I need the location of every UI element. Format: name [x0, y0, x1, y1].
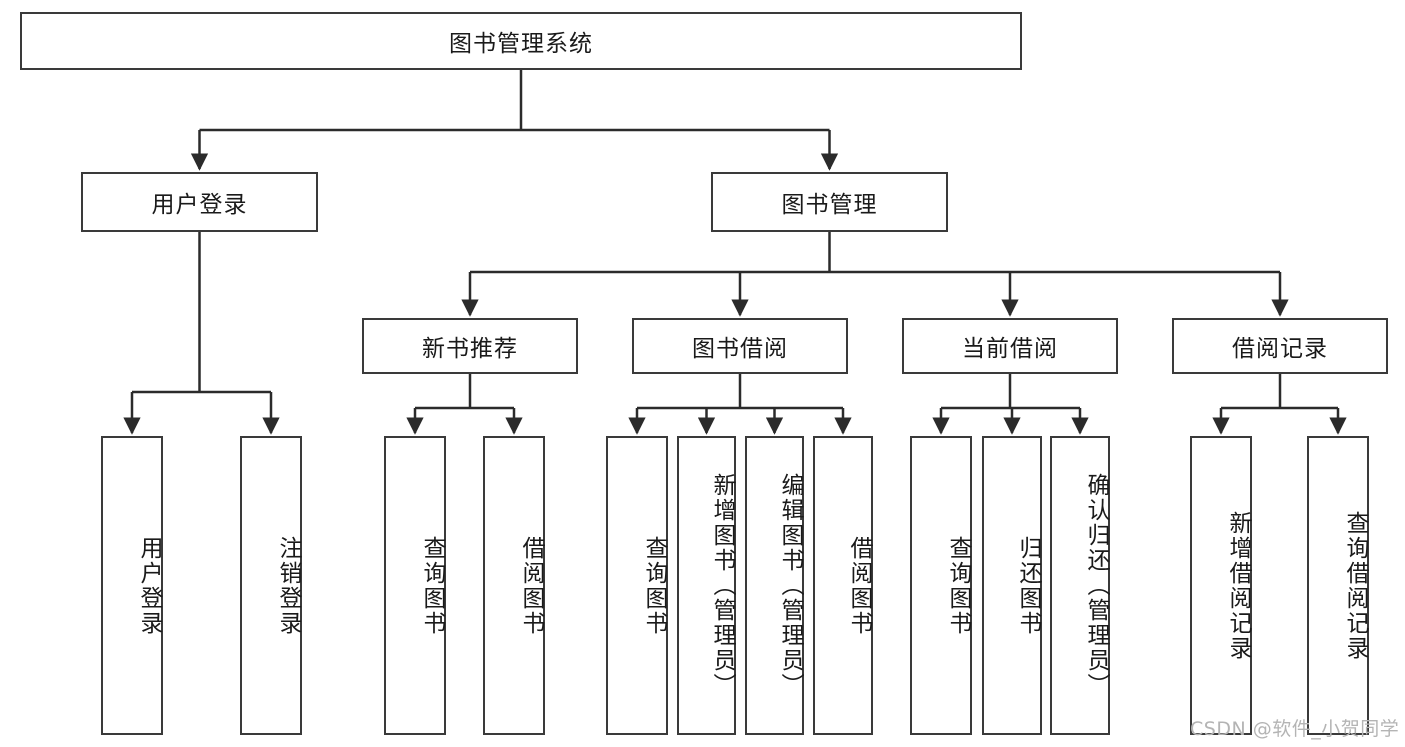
node-leaf-borrow-book-2[interactable]: 借阅图书	[813, 436, 873, 735]
node-leaf-confirm-return[interactable]: 确认归还（管理员）	[1050, 436, 1110, 735]
node-current-borrow[interactable]: 当前借阅	[902, 318, 1118, 374]
node-label: 查询图书	[419, 535, 445, 636]
node-label: 当前借阅	[962, 336, 1058, 362]
node-label: 归还图书	[1015, 535, 1041, 636]
node-label: 注销登录	[275, 535, 301, 636]
node-root[interactable]: 图书管理系统	[20, 12, 1022, 70]
node-leaf-edit-book[interactable]: 编辑图书（管理员）	[745, 436, 804, 735]
node-book-borrow[interactable]: 图书借阅	[632, 318, 848, 374]
node-label: 新增借阅记录	[1225, 510, 1251, 661]
node-leaf-add-record[interactable]: 新增借阅记录	[1190, 436, 1252, 735]
node-leaf-user-login[interactable]: 用户登录	[101, 436, 163, 735]
node-leaf-query-book-3[interactable]: 查询图书	[910, 436, 972, 735]
node-leaf-query-book-1[interactable]: 查询图书	[384, 436, 446, 735]
node-leaf-query-book-2[interactable]: 查询图书	[606, 436, 668, 735]
node-leaf-return-book[interactable]: 归还图书	[982, 436, 1042, 735]
node-label: 查询图书	[945, 535, 971, 636]
node-label: 新书推荐	[422, 336, 518, 362]
node-label: 借阅记录	[1232, 336, 1328, 362]
node-label: 借阅图书	[846, 535, 872, 636]
node-label: 图书管理	[781, 192, 878, 218]
node-leaf-query-record[interactable]: 查询借阅记录	[1307, 436, 1369, 735]
node-label: 新增图书（管理员）	[709, 473, 735, 698]
node-user-login[interactable]: 用户登录	[81, 172, 318, 232]
node-label: 编辑图书（管理员）	[777, 473, 803, 698]
node-label: 借阅图书	[518, 535, 544, 636]
node-leaf-logout[interactable]: 注销登录	[240, 436, 302, 735]
node-leaf-borrow-book-1[interactable]: 借阅图书	[483, 436, 545, 735]
node-leaf-add-book[interactable]: 新增图书（管理员）	[677, 436, 736, 735]
node-new-book-recommend[interactable]: 新书推荐	[362, 318, 578, 374]
node-label: 用户登录	[136, 535, 162, 636]
node-label: 确认归还（管理员）	[1083, 473, 1109, 698]
node-book-manage[interactable]: 图书管理	[711, 172, 948, 232]
node-label: 查询图书	[641, 535, 667, 636]
node-borrow-record[interactable]: 借阅记录	[1172, 318, 1388, 374]
node-label: 用户登录	[151, 192, 248, 218]
node-label: 图书借阅	[692, 336, 788, 362]
csdn-watermark: CSDN @软件_小贺同学	[1190, 718, 1400, 740]
node-label: 图书管理系统	[449, 31, 593, 57]
node-label: 查询借阅记录	[1342, 510, 1368, 661]
